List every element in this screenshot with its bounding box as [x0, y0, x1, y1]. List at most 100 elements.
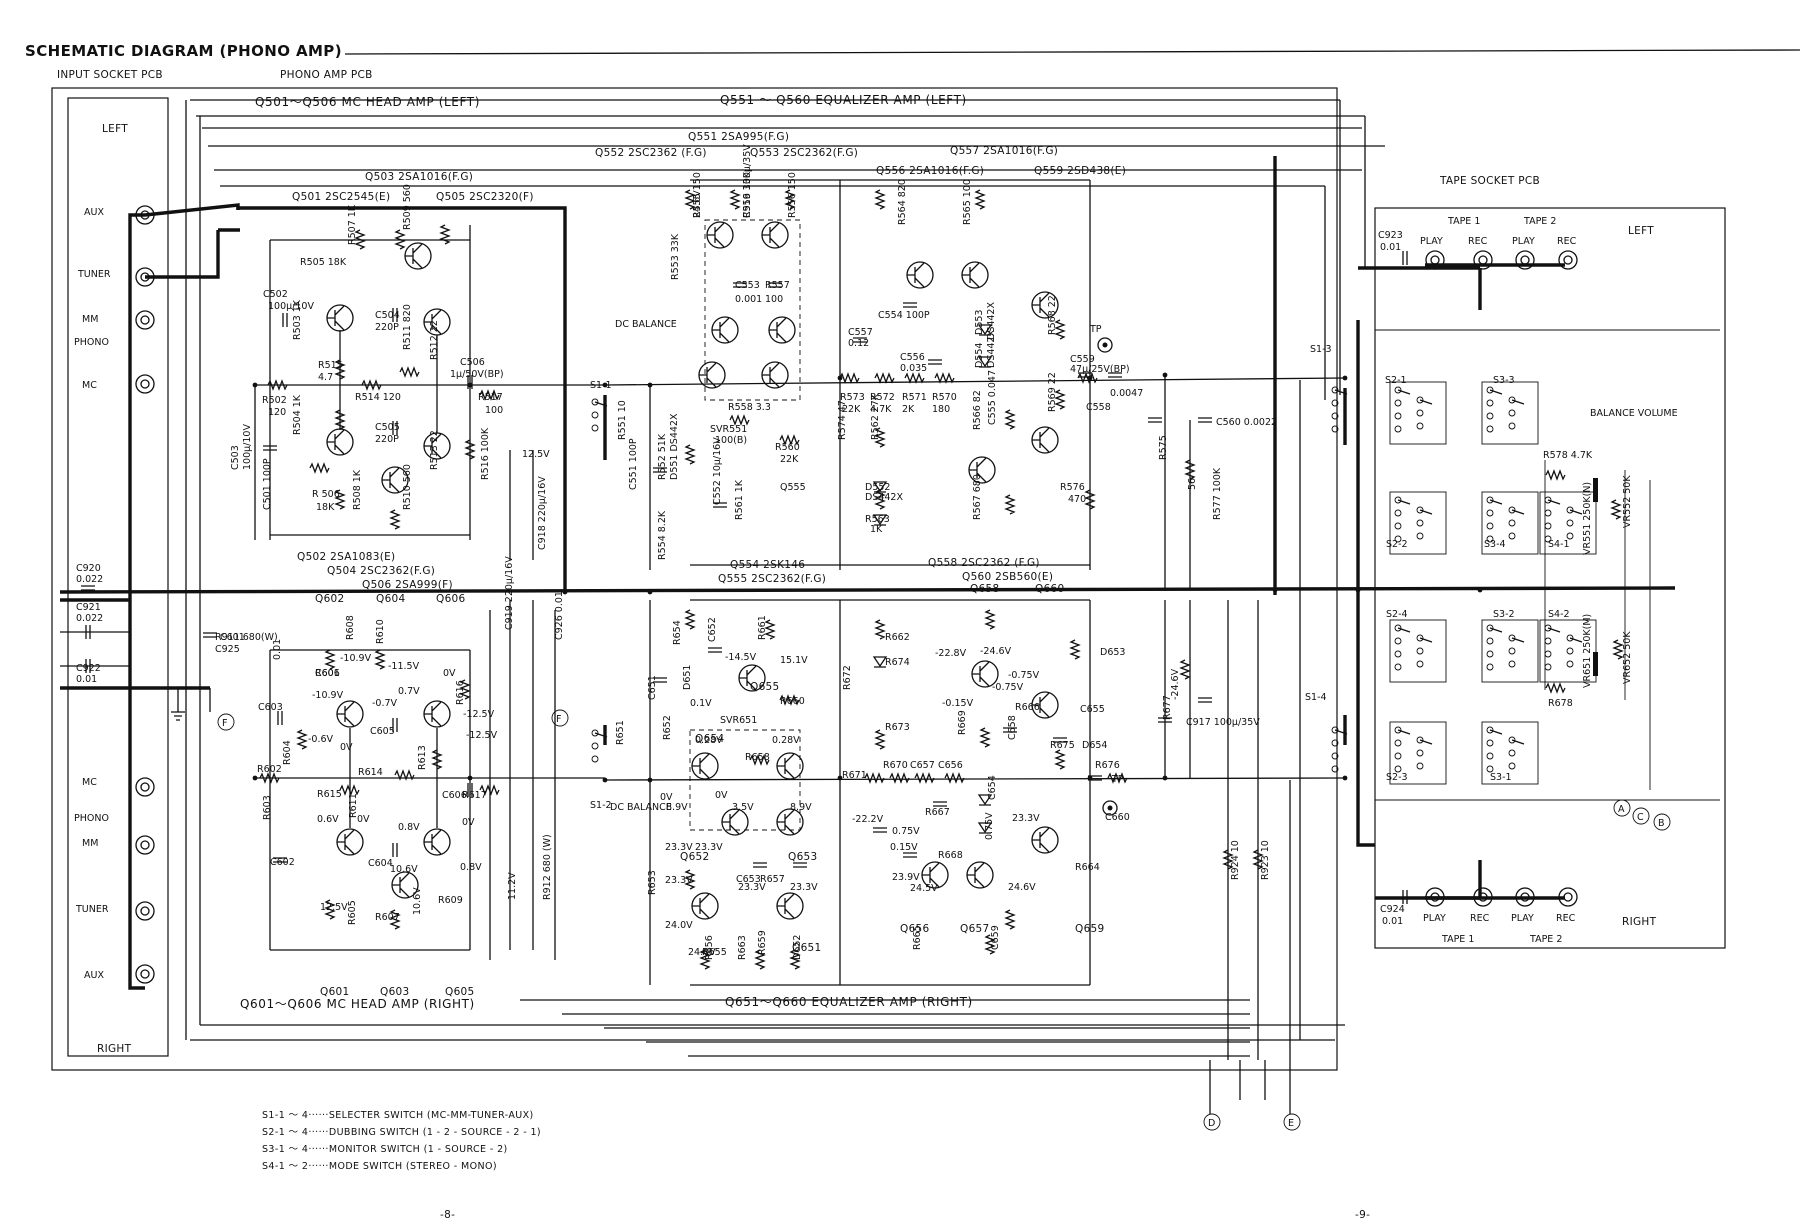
component-label: 0.15V: [890, 842, 918, 853]
component-label: R508 1K: [352, 469, 363, 510]
capacitor-symbol: [653, 467, 667, 473]
component-label: 0V: [462, 817, 475, 828]
resistor-symbol: [874, 729, 886, 750]
input-socket-pcb-outline: [67, 97, 169, 1057]
transistor-symbol: [424, 701, 442, 727]
jack-symbol: [140, 969, 150, 979]
switch-label: S1-4: [1305, 692, 1327, 703]
component-label: C559: [1070, 354, 1095, 365]
transistor-symbol: [405, 243, 423, 269]
wire: [1547, 499, 1561, 505]
test-point: [1102, 800, 1118, 816]
component-label: 56: [1187, 478, 1198, 490]
switch-contact: [1566, 506, 1574, 514]
component-label: DS442X: [986, 330, 997, 368]
capacitor-symbol: [1198, 417, 1212, 423]
jack-symbol: [135, 835, 155, 855]
component-label: C505: [375, 422, 400, 433]
pot-label: VR652 50K: [1622, 631, 1633, 684]
resistor-symbol: [1054, 389, 1066, 410]
component-label: 0V: [443, 668, 456, 679]
component-label: R661: [757, 615, 768, 640]
terminal-a: [1613, 799, 1631, 817]
resistor-symbol: [324, 649, 336, 670]
transistor-symbol: [1032, 692, 1050, 718]
switch-label: S4-2: [1548, 609, 1570, 620]
jack-symbol: [1520, 892, 1530, 902]
switch-contact: [1416, 762, 1424, 770]
component-label: SVR651: [720, 715, 757, 726]
switch-contact: [1508, 506, 1516, 514]
tape-label: TAPE 1: [1441, 934, 1474, 945]
rec-label: REC: [1556, 913, 1576, 924]
transistor-label: Q606: [436, 593, 466, 605]
component-label: R575: [1158, 435, 1169, 460]
capacitor-symbol: [1148, 417, 1162, 423]
transistor-symbol: [769, 317, 787, 343]
switch-contact: [1394, 425, 1402, 433]
switch-label: S3-2: [1493, 609, 1515, 620]
section-eq-right: Q651～Q660 EQUALIZER AMP (RIGHT): [725, 995, 973, 1009]
component-label: 0.8V: [460, 862, 482, 873]
component-label: R511 820: [402, 304, 413, 350]
resistor-symbol: [874, 619, 886, 640]
wire: [1397, 627, 1411, 633]
junction-dot: [562, 589, 568, 595]
board-label-phono: PHONO AMP PCB: [280, 69, 373, 81]
component-label: C919 220μ/16V: [504, 556, 515, 630]
resistor-symbol: [1545, 682, 1566, 694]
component-label: 0.001: [735, 294, 762, 305]
transistor-label: Q651: [792, 942, 822, 954]
tape-label: TAPE 2: [1529, 934, 1562, 945]
switch-contact: [1394, 765, 1402, 773]
component-label: 3.5V: [732, 802, 754, 813]
capacitor-label: C601: [220, 632, 245, 643]
terminal-d: [1203, 1113, 1221, 1131]
component-label: R569 22: [1047, 372, 1058, 412]
switch-contact: [1394, 726, 1402, 734]
component-label: R564 820: [897, 179, 908, 225]
matched-pair-outline: [689, 729, 801, 831]
board-label-input: INPUT SOCKET PCB: [57, 69, 163, 81]
switch-contact: [1486, 412, 1494, 420]
transistor-symbol: [424, 829, 442, 855]
resistor-symbol: [1004, 909, 1016, 930]
component-label: R560: [775, 442, 800, 453]
wire: [594, 401, 608, 407]
component-label: R514 120: [355, 392, 401, 403]
component-label: R515: [318, 360, 343, 371]
terminal-e: E: [1288, 1118, 1294, 1129]
resistor-symbol: [464, 439, 476, 460]
component-label: R609: [438, 895, 463, 906]
component-label: R668: [938, 850, 963, 861]
jack-symbol: [140, 840, 150, 850]
component-label: 0V: [340, 742, 353, 753]
transistor-symbol: [337, 829, 355, 855]
component-label: C926 0.01: [554, 591, 565, 640]
component-label: C506: [460, 357, 485, 368]
component-label: R507 1K: [347, 204, 358, 245]
component-label: R517: [478, 392, 503, 403]
wire: [1419, 637, 1433, 643]
switch-contact: [1486, 522, 1494, 530]
switch-outline: [1481, 491, 1539, 555]
transistor-symbol: [1032, 292, 1050, 318]
resistor-symbol: [874, 427, 886, 448]
wire: [145, 230, 220, 279]
tape-label: TAPE 2: [1523, 216, 1556, 227]
capacitor-symbol: [1402, 890, 1408, 904]
component-label: R577 100K: [1212, 467, 1223, 520]
rec-label: REC: [1468, 236, 1488, 247]
component-label: R670: [883, 760, 908, 771]
component-label: -11.5V: [388, 661, 420, 672]
resistor-symbol: [1054, 749, 1066, 770]
resistor-symbol: [479, 389, 500, 401]
component-label: R566 82: [972, 390, 983, 430]
switch-contact: [1416, 519, 1424, 527]
switch-contact: [1331, 386, 1339, 394]
capacitor-symbol: [853, 337, 867, 343]
capacitor-symbol: [467, 783, 473, 797]
diode-symbol: [977, 324, 993, 336]
